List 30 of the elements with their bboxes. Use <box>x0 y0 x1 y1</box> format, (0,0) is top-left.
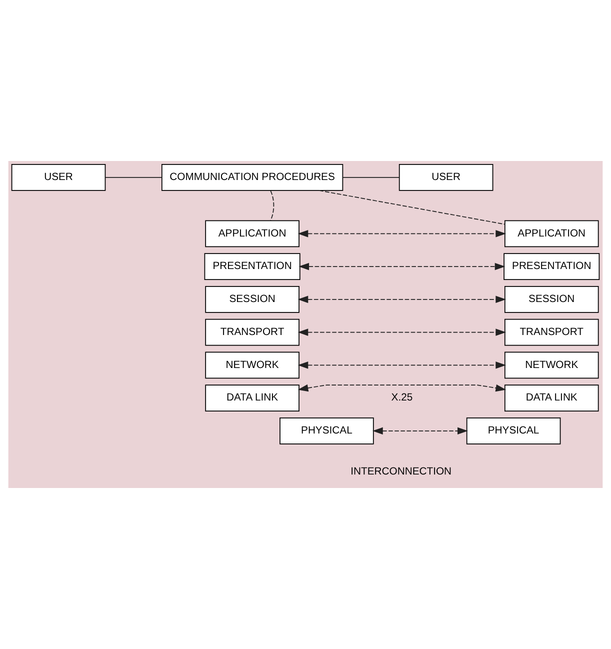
arrow <box>372 427 468 435</box>
node-box: DATA LINK <box>504 384 599 412</box>
arrow <box>298 328 506 336</box>
node-box: SESSION <box>504 286 599 313</box>
arrow <box>298 262 506 270</box>
node-box: DATA LINK <box>205 384 300 412</box>
arrow <box>298 362 506 369</box>
label: X.25 <box>391 392 413 404</box>
node-box: COMMUNICATION PROCEDURES <box>161 164 344 191</box>
connector <box>342 177 400 178</box>
node-box: PRESENTATION <box>504 253 600 280</box>
node-box: PRESENTATION <box>204 253 300 280</box>
node-box: APPLICATION <box>504 220 599 248</box>
node-box: APPLICATION <box>205 220 300 248</box>
arrow <box>298 296 506 304</box>
arrow <box>298 230 506 238</box>
node-box: USER <box>398 164 494 191</box>
connector <box>318 190 506 225</box>
node-box: PHYSICAL <box>280 418 374 444</box>
node-box: NETWORK <box>205 352 300 379</box>
node-box: PHYSICAL <box>466 418 561 444</box>
node-box: NETWORK <box>504 352 599 379</box>
label: INTERCONNECTION <box>350 466 452 478</box>
node-box: TRANSPORT <box>504 318 599 346</box>
node-box: TRANSPORT <box>205 318 300 346</box>
node-box: SESSION <box>205 286 300 313</box>
connector <box>270 190 274 221</box>
arrow <box>298 384 506 392</box>
node-box: USER <box>11 164 106 191</box>
connector <box>105 177 162 178</box>
